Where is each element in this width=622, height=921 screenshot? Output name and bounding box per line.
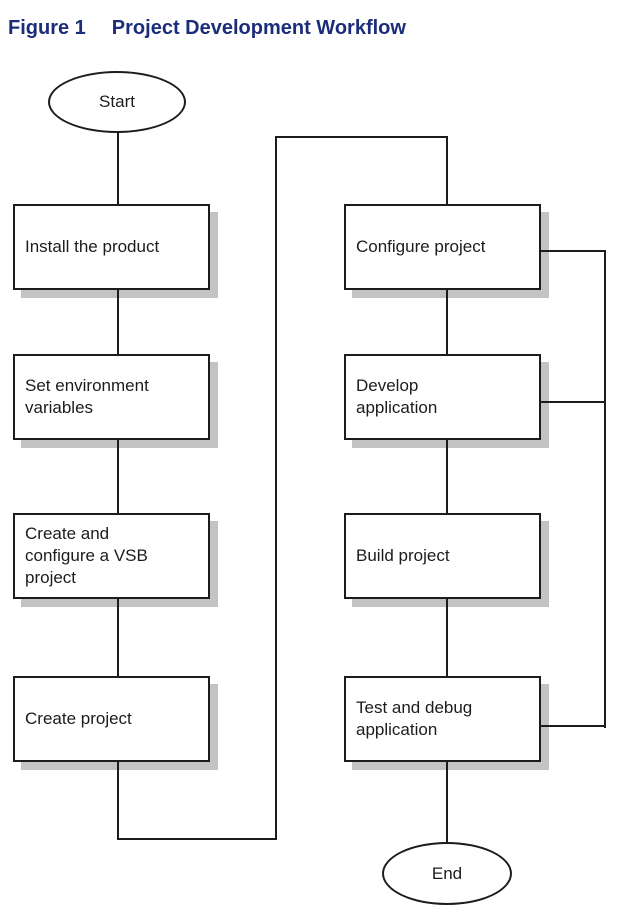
figure-title-text: Project Development Workflow — [111, 17, 406, 39]
flow-terminal-end: End — [382, 842, 512, 905]
flow-node-set-environment-variables: Set environment variables — [13, 354, 210, 440]
node-label: Build project — [356, 546, 450, 565]
flow-terminal-start: Start — [48, 71, 186, 133]
connector-createproject-down — [117, 762, 119, 840]
node-label: Create project — [25, 709, 132, 728]
flow-node-create-project: Create project — [13, 676, 210, 762]
node-label: Develop application — [356, 376, 438, 417]
feedback-test-branch — [540, 725, 606, 727]
node-label: Configure project — [356, 237, 486, 256]
connector-install-to-setenv — [117, 290, 119, 354]
node-label: Install the product — [25, 237, 160, 256]
connector-start-to-install — [117, 132, 119, 204]
end-label: End — [431, 863, 463, 883]
connector-bottom-horizontal — [117, 838, 277, 840]
flow-node-develop-application: Develop application — [344, 354, 541, 440]
feedback-develop-branch — [540, 401, 606, 403]
connector-left-riser — [275, 136, 277, 840]
figure-number-label: Figure 1 — [8, 17, 86, 39]
feedback-riser — [604, 250, 606, 728]
flow-node-build-project: Build project — [344, 513, 541, 599]
node-label: Create and configure a VSB project — [25, 524, 148, 587]
connector-configure-to-develop — [446, 290, 448, 354]
connector-test-to-end — [446, 762, 448, 842]
feedback-configure-branch — [540, 250, 606, 252]
connector-build-to-test — [446, 599, 448, 676]
connector-develop-to-build — [446, 440, 448, 513]
connector-drop-to-configure — [446, 136, 448, 204]
figure-caption: Figure 1 Project Development Workflow — [8, 17, 406, 40]
flow-node-create-configure-vsb-project: Create and configure a VSB project — [13, 513, 210, 599]
flow-node-test-debug-application: Test and debug application — [344, 676, 541, 762]
flow-node-configure-project: Configure project — [344, 204, 541, 290]
flow-node-install-product: Install the product — [13, 204, 210, 290]
connector-setenv-to-vsb — [117, 440, 119, 513]
connector-top-horizontal — [275, 136, 448, 138]
start-label: Start — [99, 92, 135, 111]
node-label: Test and debug application — [356, 698, 473, 739]
connector-vsb-to-createproject — [117, 599, 119, 676]
node-label: Set environment variables — [25, 376, 149, 417]
